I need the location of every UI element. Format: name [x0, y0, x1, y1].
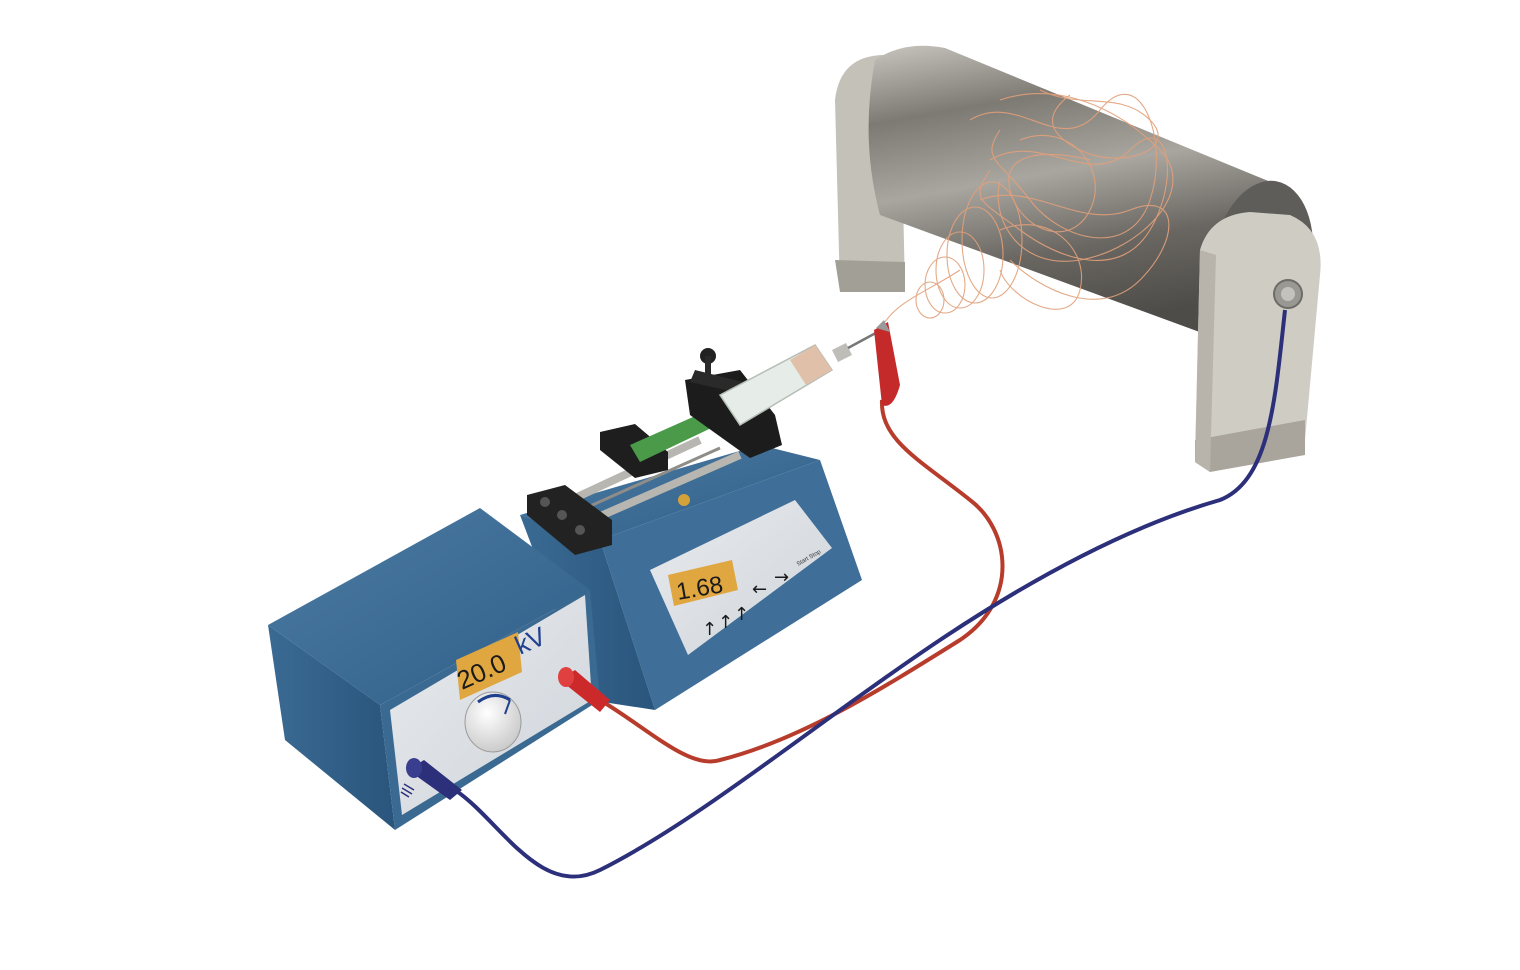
electrospun-fibers	[884, 89, 1174, 323]
positive-alligator-clip[interactable]	[874, 320, 900, 406]
syringe	[718, 326, 886, 427]
pump-button-left[interactable]: ←	[752, 579, 767, 600]
drum-body	[868, 45, 1290, 345]
ground-symbol-icon	[400, 783, 415, 798]
pump-flow-display	[668, 560, 738, 606]
voltage-adjust-knob[interactable]	[464, 691, 522, 753]
hv-voltage-display	[456, 632, 522, 700]
ground-output-terminal[interactable]	[406, 758, 462, 800]
high-voltage-power-supply: 20.0 kV	[268, 508, 610, 830]
pump-button-up-2[interactable]: ↑	[718, 612, 733, 633]
pump-button-up-1[interactable]: ↑	[702, 619, 717, 640]
drum-front-support	[1195, 212, 1321, 460]
pump-button-right[interactable]: →	[774, 567, 789, 588]
pump-button-up-3[interactable]: ↑	[734, 604, 749, 625]
ground-terminal-bolt[interactable]	[1273, 279, 1303, 309]
rotating-collector-drum	[835, 45, 1321, 472]
pump-control-panel	[650, 500, 832, 655]
positive-output-terminal[interactable]	[558, 667, 610, 712]
ground-cable	[453, 309, 1287, 879]
positive-high-voltage-cable	[598, 399, 1005, 764]
